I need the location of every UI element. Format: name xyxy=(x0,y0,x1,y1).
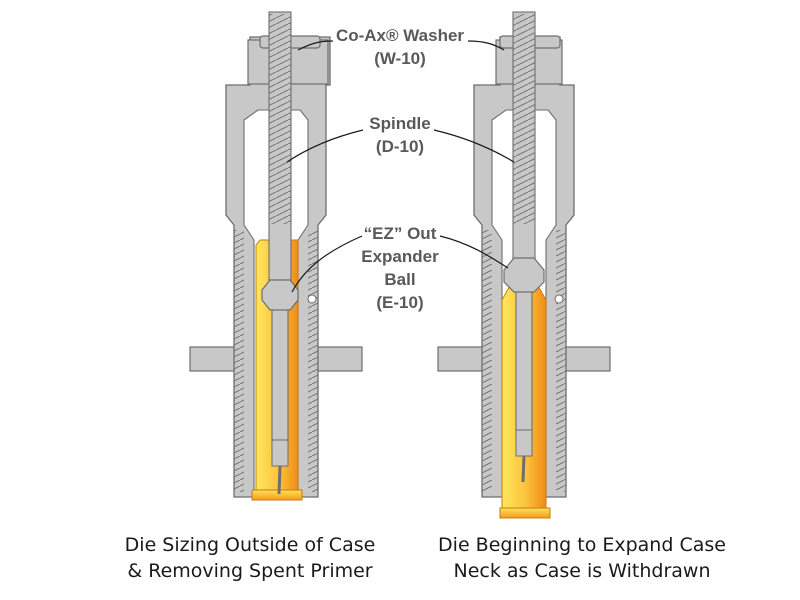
leader-spindle-left xyxy=(286,129,364,163)
right-spindle-lower xyxy=(515,289,533,441)
left-die-threads-left xyxy=(234,230,244,492)
ball-label-line1: “EZ” Out xyxy=(364,224,437,243)
ball-label-line3: Ball xyxy=(384,270,415,289)
left-case-rim xyxy=(251,489,303,501)
leader-ball-right xyxy=(439,235,509,269)
right-die-threads-right xyxy=(556,230,566,492)
right-die xyxy=(437,11,611,519)
leader-spindle-right xyxy=(433,129,515,163)
spindle-label-line1: Spindle xyxy=(369,114,430,133)
right-vent-hole xyxy=(554,294,564,304)
ball-label-line4: (E-10) xyxy=(376,293,423,312)
right-decap-collet xyxy=(515,429,533,457)
left-expander-ball xyxy=(261,279,299,311)
leader-washer-right xyxy=(467,40,505,51)
right-spindle-threads xyxy=(513,14,535,224)
washer-label-line1: Co-Ax® Washer xyxy=(336,26,464,45)
leader-washer-left xyxy=(297,40,334,51)
left-die-caption: Die Sizing Outside of Case & Removing Sp… xyxy=(70,532,430,584)
leader-lines xyxy=(286,40,515,293)
left-caption-line1: Die Sizing Outside of Case xyxy=(124,534,376,556)
right-caption-line2: Neck as Case is Withdrawn xyxy=(453,560,711,582)
ball-label-line2: Expander xyxy=(361,247,439,266)
left-vent-hole xyxy=(307,294,317,304)
labels: Co-Ax® Washer (W-10) Spindle (D-10) “EZ”… xyxy=(336,26,464,312)
right-die-caption: Die Beginning to Expand Case Neck as Cas… xyxy=(402,532,762,584)
right-die-threads-left xyxy=(482,230,492,492)
left-caption-line2: & Removing Spent Primer xyxy=(127,560,373,582)
washer-label-line2: (W-10) xyxy=(374,49,426,68)
right-expander-ball xyxy=(503,257,545,293)
right-decap-pin xyxy=(521,455,526,483)
spindle-label-line2: (D-10) xyxy=(376,137,424,156)
right-case-rim xyxy=(499,507,551,519)
left-decap-pin xyxy=(277,465,282,495)
left-decap-collet xyxy=(271,439,289,467)
left-die-threads-right xyxy=(308,230,318,492)
left-die xyxy=(189,11,363,501)
left-spindle-threads xyxy=(269,14,291,224)
leader-ball-left xyxy=(291,235,363,293)
left-spindle-lower xyxy=(271,299,289,451)
right-caption-line1: Die Beginning to Expand Case xyxy=(438,534,726,556)
